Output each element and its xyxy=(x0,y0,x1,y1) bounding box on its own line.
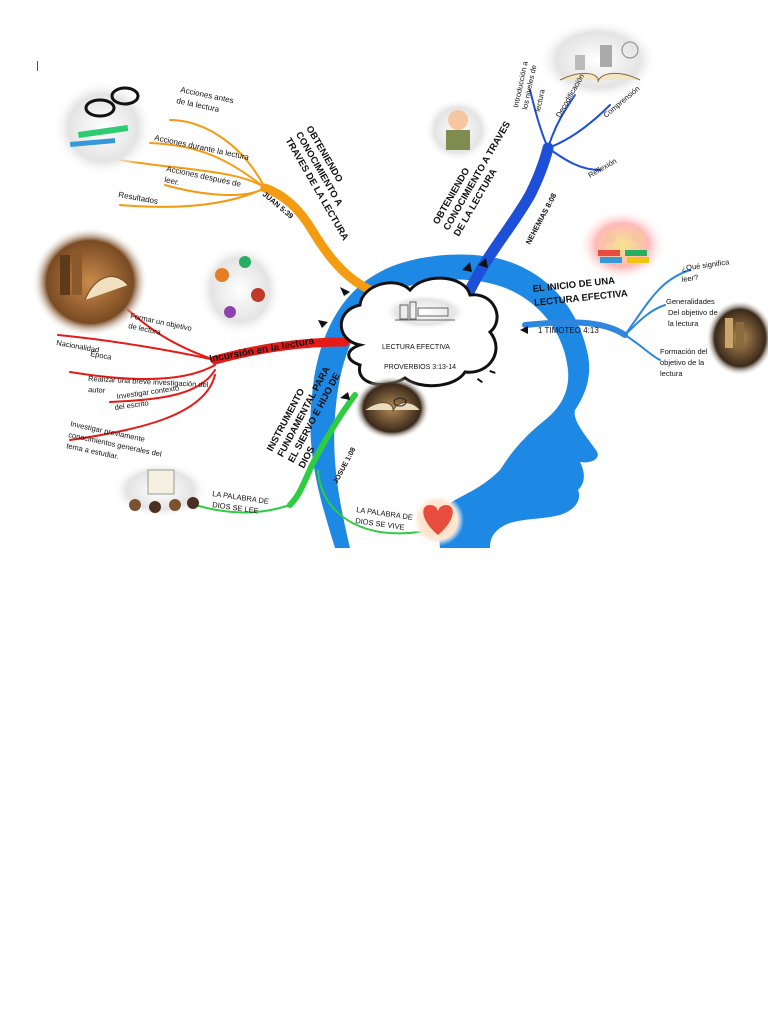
book-town-photo xyxy=(538,20,658,100)
svg-text:Formación del: Formación del xyxy=(660,347,708,356)
center-verse: PROVERBIOS 3:13-14 xyxy=(384,364,456,371)
library-shelf-photo xyxy=(706,300,768,376)
open-book-photo xyxy=(354,376,430,440)
books-photo xyxy=(32,227,148,337)
svg-text:lectura: lectura xyxy=(533,88,547,113)
svg-text:autor: autor xyxy=(88,385,106,395)
children-reading-photo xyxy=(578,209,666,281)
bible-people-photo xyxy=(112,462,208,518)
right-branch-title: EL INICIO DE UNA LECTURA EFECTIVA xyxy=(532,275,628,309)
svg-text:Reflexión: Reflexión xyxy=(587,156,619,179)
surprised-reader-photo xyxy=(424,98,492,162)
center-cloud xyxy=(339,276,499,388)
svg-text:lectura: lectura xyxy=(660,369,683,378)
svg-text:leer.: leer. xyxy=(164,175,181,187)
svg-text:leer?: leer? xyxy=(681,273,699,284)
books-sketch-icon xyxy=(395,301,455,321)
heart-bible-photo xyxy=(412,494,464,546)
text-cursor xyxy=(37,61,38,71)
svg-text:la lectura: la lectura xyxy=(668,319,699,328)
branch-orange xyxy=(119,119,390,301)
svg-text:¿Qué significa: ¿Qué significa xyxy=(681,257,731,273)
svg-text:Resultados: Resultados xyxy=(118,190,159,206)
glasses-photo xyxy=(53,80,153,176)
arrow-marks xyxy=(318,258,528,400)
svg-text:Época: Época xyxy=(90,349,113,362)
svg-text:Del objetivo de: Del objetivo de xyxy=(668,308,718,317)
colorful-study-photo xyxy=(198,244,282,336)
svg-text:objetivo de la: objetivo de la xyxy=(660,358,705,367)
right-branch-verse: 1 TIMOTEO 4:13 xyxy=(538,326,599,335)
svg-text:Generalidades: Generalidades xyxy=(666,297,715,306)
red-branch-title: Incursión en la lectura xyxy=(209,336,316,365)
orange-branch-title: OBTENIENDO CONOCIMIENTO A TRAVES DE LA L… xyxy=(283,124,351,243)
branch-right xyxy=(522,269,691,361)
center-title: LECTURA EFECTIVA xyxy=(382,344,450,351)
